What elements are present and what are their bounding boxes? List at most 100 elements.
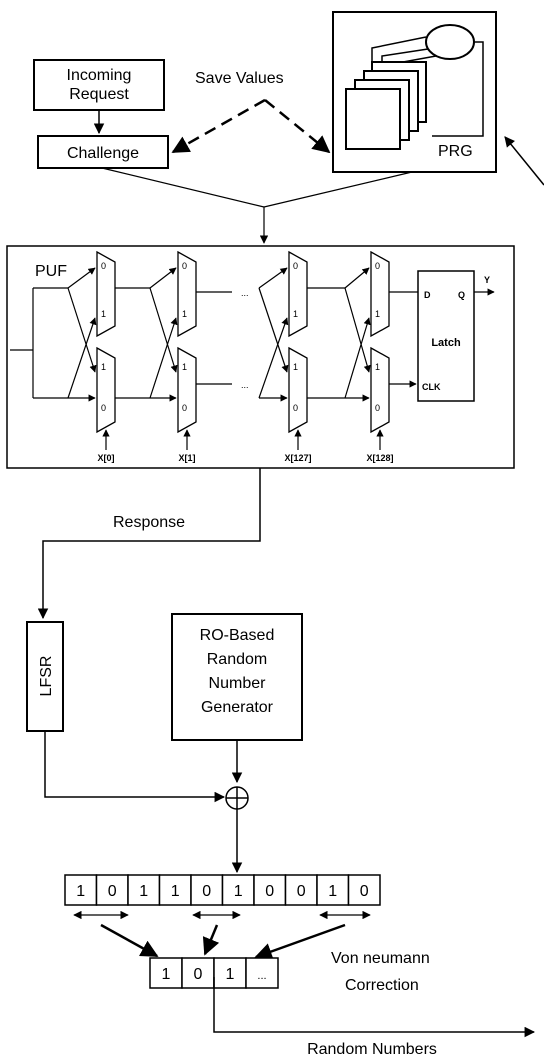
mux-128-top-in0: 0 xyxy=(375,261,380,271)
raw-bit-value: 1 xyxy=(171,883,180,900)
corrected-bit-value: 1 xyxy=(162,966,171,983)
x0-label: X[0] xyxy=(97,453,114,463)
x128-label: X[128] xyxy=(366,453,393,463)
random-output-arrow xyxy=(213,977,536,1038)
chain-ellipsis-bottom: ... xyxy=(241,380,249,390)
incoming-request-label-line2: Request xyxy=(69,86,129,103)
lfsr-to-xor-wire xyxy=(44,731,226,803)
pair1-to-corrected-arrow xyxy=(100,923,159,958)
raw-bit-value: 0 xyxy=(265,883,274,900)
pair2-to-corrected-arrow xyxy=(202,924,220,956)
prg-label: PRG xyxy=(438,143,473,160)
challenge-label: Challenge xyxy=(67,145,139,162)
prg-register-1 xyxy=(345,88,401,150)
latch-d-label: D xyxy=(424,290,431,300)
stage1-top-to-bottom xyxy=(149,287,178,373)
incoming-request-label-line1: Incoming xyxy=(67,67,132,84)
von-neumann-label-line1: Von neumann xyxy=(331,950,430,967)
stage1-top-to-top xyxy=(149,267,177,289)
prg-wire-1 xyxy=(371,36,427,62)
raw-bit-cell xyxy=(221,874,255,906)
response-wire xyxy=(37,468,261,620)
ro-rng-label-line3: Number xyxy=(209,675,267,692)
mux-0-bottom-in0: 0 xyxy=(101,403,106,413)
prg-feedback-wire xyxy=(432,41,484,137)
mux-128-top-in1: 1 xyxy=(375,309,380,319)
raw-bit-value: 1 xyxy=(234,883,243,900)
corrected-bit-cell xyxy=(149,957,183,989)
corrected-bit-cell xyxy=(245,957,279,989)
raw-bit-cell xyxy=(284,874,318,906)
mux-1-top xyxy=(177,250,197,338)
ro-rng-label-line4: Generator xyxy=(201,699,274,716)
stage0-top-to-top xyxy=(67,267,96,289)
lfsr-label: LFSR xyxy=(38,656,55,697)
xor-gate xyxy=(225,786,249,810)
mux-128-bottom-in1: 1 xyxy=(375,362,380,372)
mux-0-bottom-in1: 1 xyxy=(101,362,106,372)
prg-incoming-arrow xyxy=(504,136,544,186)
mux-0-top-in1: 1 xyxy=(101,309,106,319)
prg-block: PRG xyxy=(332,11,497,173)
stage0-bottom-to-top xyxy=(67,317,97,399)
incoming-request-block: Incoming Request xyxy=(33,59,165,111)
stage127-bottom-to-top xyxy=(258,317,289,399)
response-label: Response xyxy=(113,514,185,531)
mux-0-bottom xyxy=(96,346,116,434)
stage128-bottom-to-top xyxy=(344,317,371,399)
ro-rng-label-line2: Random xyxy=(207,651,267,668)
mux-128-bottom-in0: 0 xyxy=(375,403,380,413)
stage127-top-to-bottom xyxy=(258,287,289,373)
challenge-block: Challenge xyxy=(37,135,169,169)
corrected-bit-cell xyxy=(213,957,247,989)
challenge-merge-line xyxy=(101,167,265,208)
mux-128-bottom xyxy=(370,346,390,434)
puf-block: PUF 0 1 1 0 X[0] 0 1 1 0 X[1] xyxy=(6,245,515,469)
save-values-label: Save Values xyxy=(195,70,284,87)
stage0-top-to-bottom xyxy=(67,287,97,373)
raw-bit-cell xyxy=(190,874,224,906)
latch-label: Latch xyxy=(431,337,461,349)
prg-merge-line xyxy=(263,171,413,208)
ro-rng-label-line1: RO-Based xyxy=(200,627,275,644)
corrected-bits-register: 1 0 1... xyxy=(149,957,279,989)
x1-label: X[1] xyxy=(178,453,195,463)
mux-127-bottom-in0: 0 xyxy=(293,403,298,413)
von-neumann-label-line2: Correction xyxy=(345,977,419,994)
mux-127-bottom-in1: 1 xyxy=(293,362,298,372)
raw-bit-value: 1 xyxy=(328,883,337,900)
mux-127-top xyxy=(288,250,308,338)
corrected-bit-value: 1 xyxy=(226,966,235,983)
mux-127-top-in1: 1 xyxy=(293,309,298,319)
mux-127-bottom xyxy=(288,346,308,434)
stage128-top-to-bottom xyxy=(344,287,371,373)
latch-block xyxy=(417,270,475,402)
mux-1-top-in0: 0 xyxy=(182,261,187,271)
save-values-arrow-to-prg xyxy=(264,99,331,154)
prg-feedback-node xyxy=(425,24,475,60)
raw-bit-value: 1 xyxy=(139,883,148,900)
corrected-bit-value: ... xyxy=(257,970,266,982)
raw-bit-cell xyxy=(347,874,381,906)
save-values-arrow-to-challenge xyxy=(171,98,266,154)
latch-y-label: Y xyxy=(484,275,490,285)
lfsr-block: LFSR xyxy=(26,621,64,732)
ro-rng-block: RO-Based Random Number Generator xyxy=(171,613,303,741)
latch-q-label: Q xyxy=(458,290,465,300)
chain-ellipsis-top: ... xyxy=(241,288,249,298)
mux-1-top-in1: 1 xyxy=(182,309,187,319)
raw-bit-cell xyxy=(127,874,161,906)
raw-bit-cell xyxy=(253,874,287,906)
puf-label: PUF xyxy=(35,263,67,280)
pair3-to-corrected-arrow xyxy=(254,923,346,960)
raw-bit-value: 0 xyxy=(297,883,306,900)
mux-1-bottom xyxy=(177,346,197,434)
raw-bit-value: 1 xyxy=(76,883,85,900)
mux-1-bottom-in1: 1 xyxy=(182,362,187,372)
mux-1-bottom-in0: 0 xyxy=(182,403,187,413)
stage127-top-to-top xyxy=(258,267,288,289)
x127-label: X[127] xyxy=(284,453,311,463)
corrected-bit-value: 0 xyxy=(194,966,203,983)
